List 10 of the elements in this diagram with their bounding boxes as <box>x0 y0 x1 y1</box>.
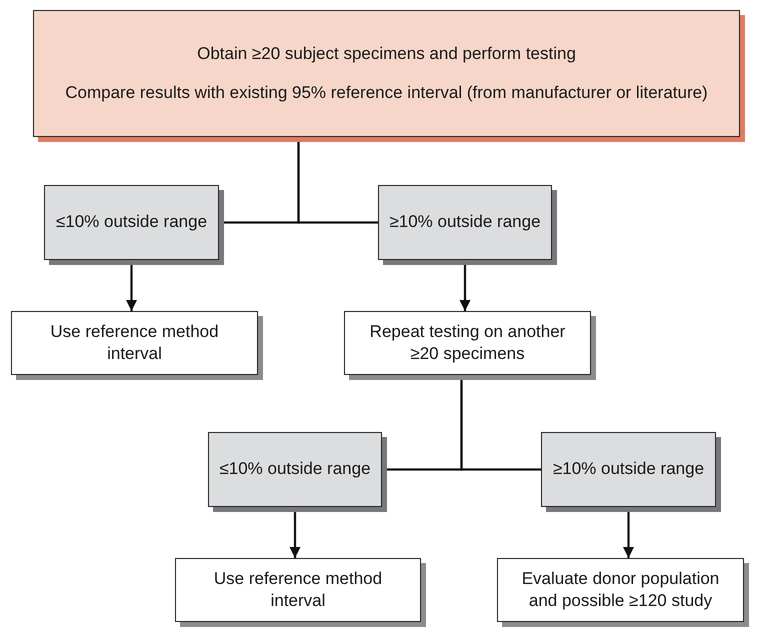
box-text: ≤10% outside range <box>219 458 371 480</box>
box-text: ≥10% outside range <box>389 211 541 234</box>
box-text: Obtain ≥20 subject specimens and perform testing <box>197 43 576 66</box>
box-text: ≤10% outside range <box>56 211 208 234</box>
box-text: Use reference method interval <box>212 568 384 612</box>
box-text: Use reference method interval <box>49 320 220 365</box>
box-text: Repeat testing on another ≥20 specimens <box>368 320 566 365</box>
box-text: ≥10% outside range <box>552 458 704 480</box>
box-text: Compare results with existing 95% reference interval (from manufacturer or literature) <box>65 82 708 104</box>
box-text: Evaluate donor population and possible ≥120 study <box>520 568 720 612</box>
